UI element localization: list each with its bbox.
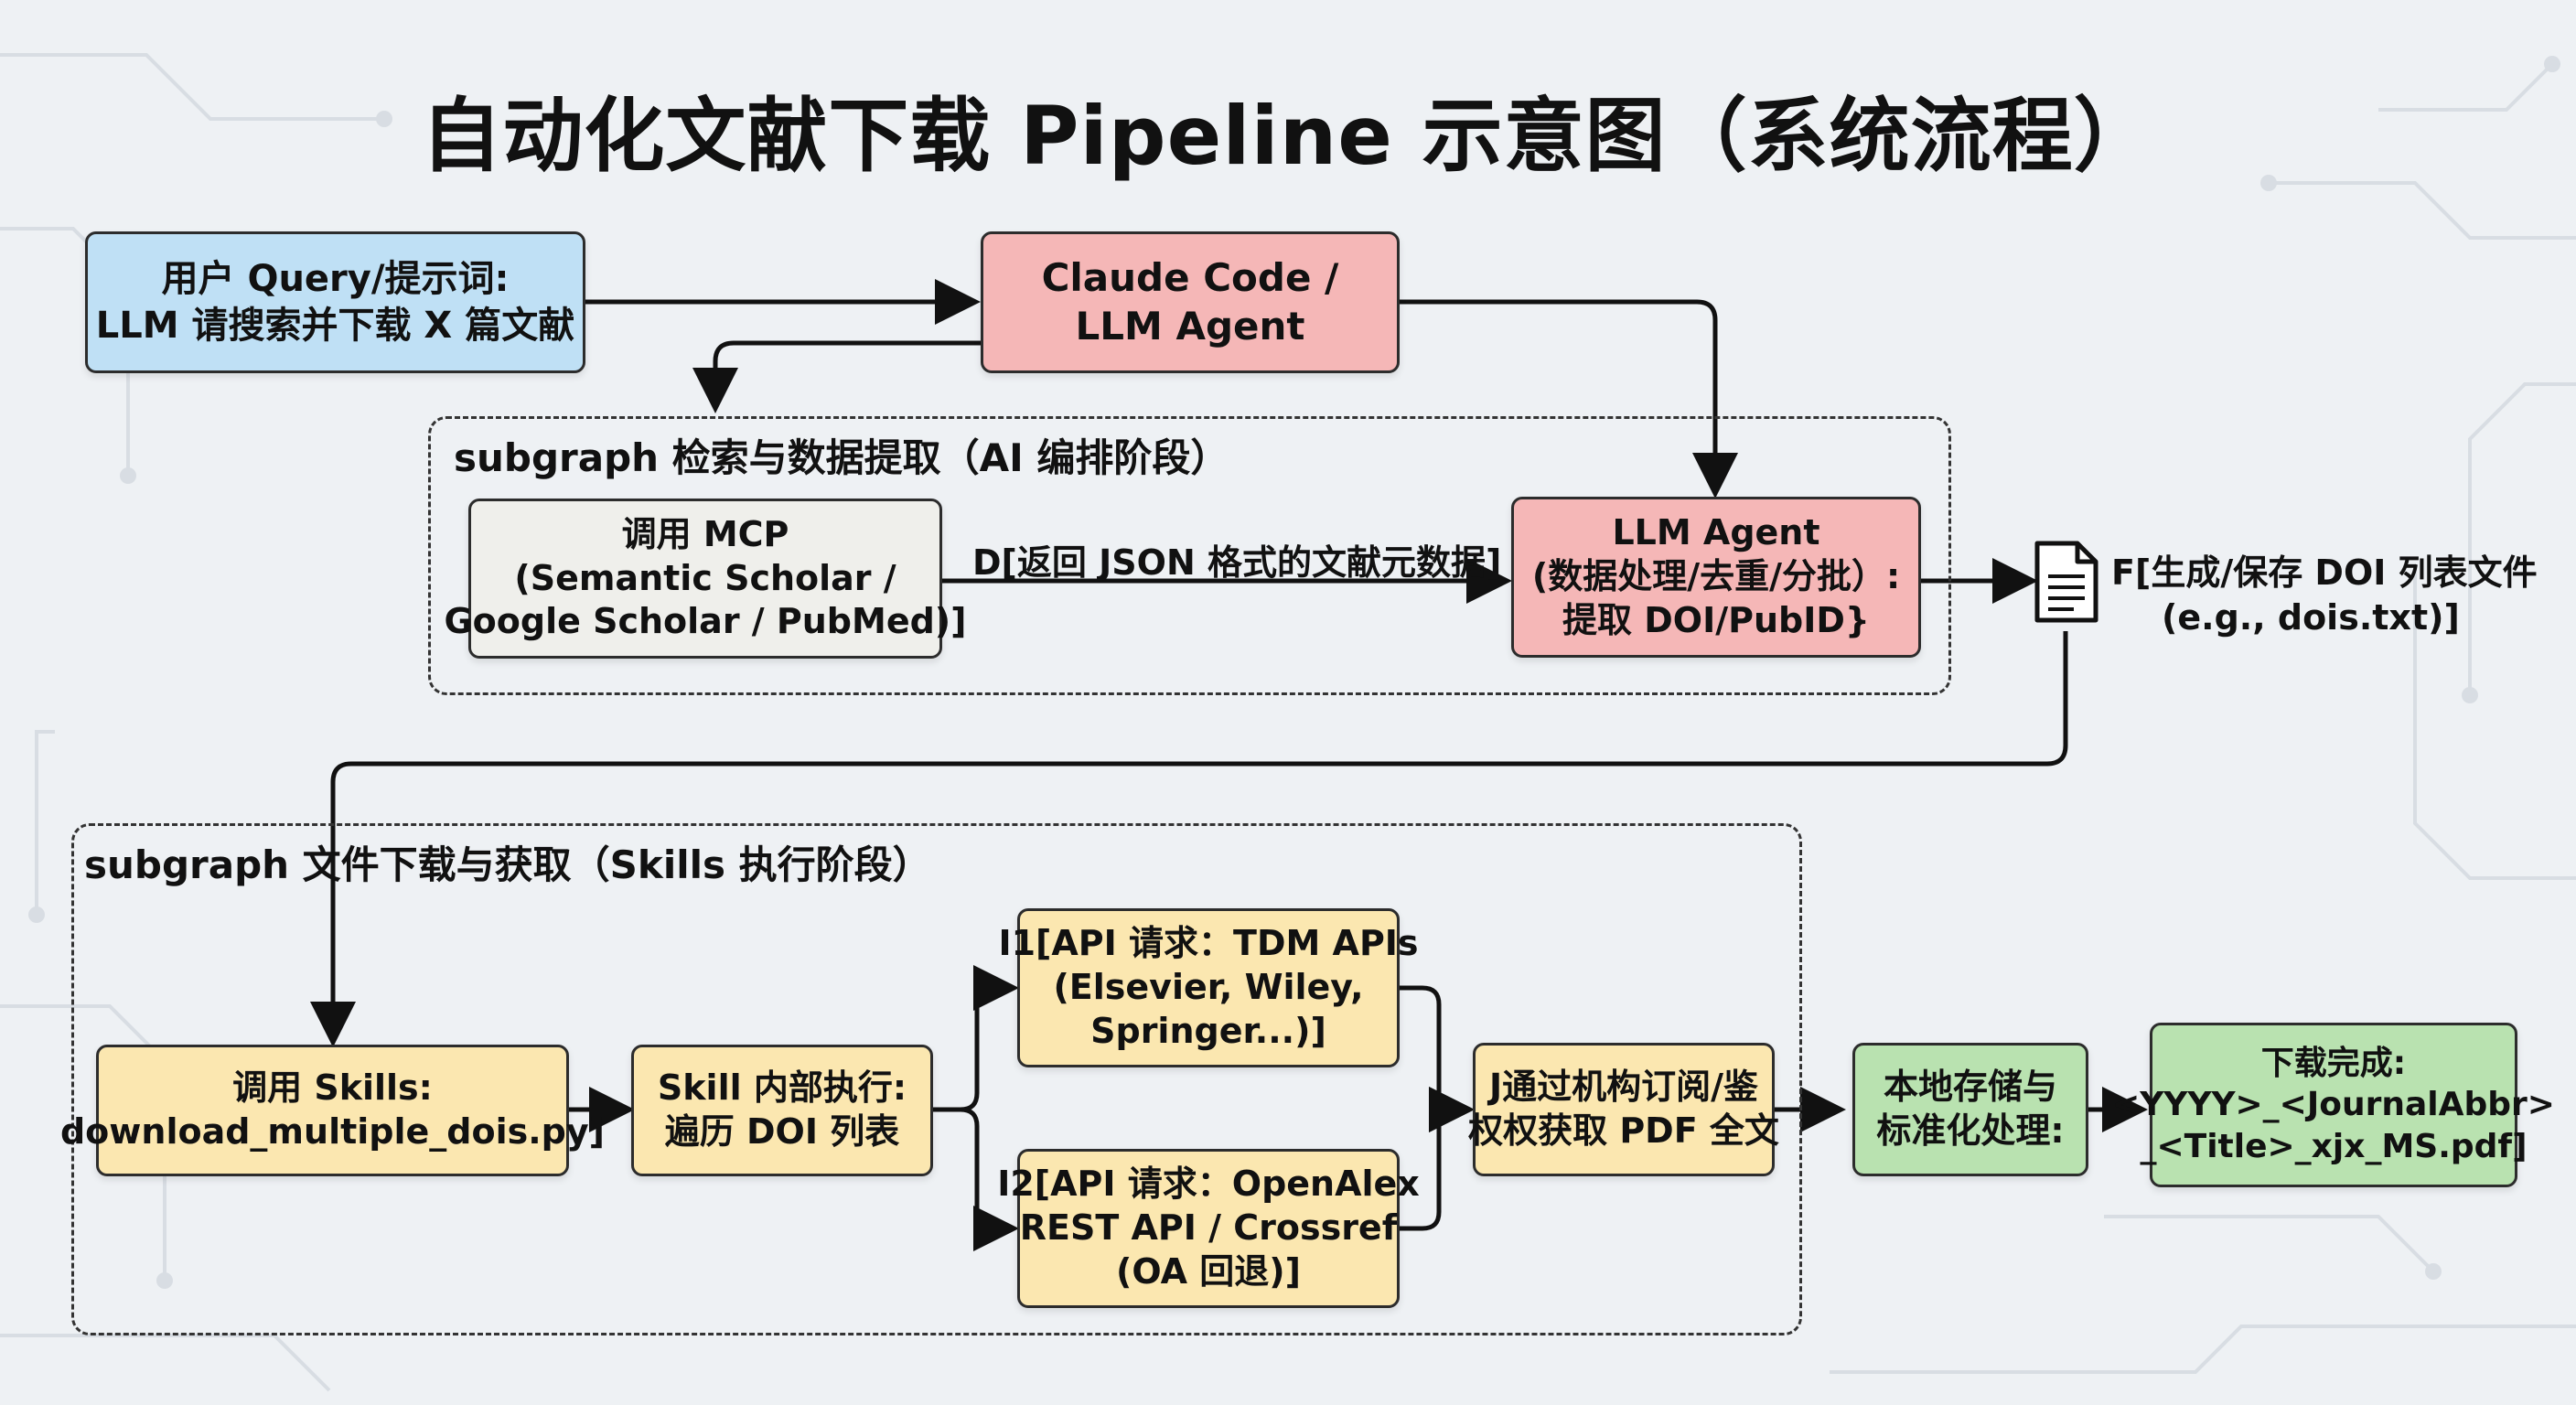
file-output-label: F[生成/保存 DOI 列表文件 (e.g., dois.txt)] xyxy=(2111,551,2538,641)
subgraph-retrieval-label: subgraph 检索与数据提取（AI 编排阶段） xyxy=(454,435,1229,480)
i1-line2: (Elsevier, Wiley, xyxy=(1053,967,1364,1008)
i2-line3: (OA 回退)] xyxy=(1115,1250,1302,1292)
claude-line1: Claude Code / xyxy=(1041,254,1339,300)
call-skills-node: 调用 Skills: download_multiple_dois.py] xyxy=(60,1045,605,1176)
claude-line2: LLM Agent xyxy=(1075,303,1305,349)
j-line2: 权权获取 PDF 全文 xyxy=(1468,1110,1779,1151)
subgraph-download-label: subgraph 文件下载与获取（Skills 执行阶段） xyxy=(84,842,931,887)
subgraph-retrieval xyxy=(428,416,1951,695)
i2-line2: REST API / Crossref xyxy=(1019,1207,1398,1249)
diagram-title: 自动化文献下载 Pipeline 示意图（系统流程） xyxy=(421,89,2155,183)
local-storage-node: 本地存储与 标准化处理: xyxy=(1852,1043,2088,1176)
llm-agent-line3: 提取 DOI/PubID} xyxy=(1562,599,1870,640)
edge-exec-to-i2 xyxy=(933,1107,1019,1251)
skills-line2: download_multiple_dois.py] xyxy=(59,1111,606,1152)
skill-exec-line1: Skill 内部执行: xyxy=(657,1067,907,1109)
j-line1: J通过机构订阅/鉴 xyxy=(1488,1067,1759,1108)
claude-code-node: Claude Code / LLM Agent xyxy=(981,231,1400,373)
edge-i2-to-j xyxy=(1400,1087,1475,1231)
mcp-line2: (Semantic Scholar / xyxy=(514,557,896,598)
download-complete-node: 下载完成: <YYYY>_<JournalAbbr> _<Title>_xjx_… xyxy=(2112,1023,2555,1187)
user-query-line2: LLM 请搜索并下载 X 篇文献 xyxy=(95,304,575,347)
user-query-line1: 用户 Query/提示词: xyxy=(161,258,510,301)
edge-label-json-metadata: D[返回 JSON 格式的文献元数据] xyxy=(972,542,1502,583)
document-icon xyxy=(2034,541,2098,623)
done-line2: <YYYY>_<JournalAbbr> xyxy=(2112,1086,2555,1124)
skills-line1: 调用 Skills: xyxy=(232,1067,433,1109)
subgraph-download xyxy=(71,823,1802,1335)
edge-claude-to-agent xyxy=(1400,299,1738,499)
file-output-line2: (e.g., dois.txt)] xyxy=(2162,597,2460,638)
user-query-node: 用户 Query/提示词: LLM 请搜索并下载 X 篇文献 xyxy=(85,231,585,373)
api-openalex-node: I2[API 请求：OpenAlex REST API / Crossref (… xyxy=(997,1149,1420,1308)
done-line1: 下载完成: xyxy=(2260,1044,2407,1082)
i2-line1: I2[API 请求：OpenAlex xyxy=(997,1164,1420,1205)
edge-claude-to-retrieval xyxy=(692,340,981,413)
api-tdm-node: I1[API 请求：TDM APIs (Elsevier, Wiley, Spr… xyxy=(998,908,1419,1067)
mcp-node: 调用 MCP (Semantic Scholar / Google Schola… xyxy=(444,499,967,659)
llm-agent-line1: LLM Agent xyxy=(1612,512,1820,553)
local-line2: 标准化处理: xyxy=(1876,1110,2065,1151)
file-output-line1: F[生成/保存 DOI 列表文件 xyxy=(2111,552,2538,593)
i1-line3: Springer...)] xyxy=(1090,1010,1326,1051)
i1-line1: I1[API 请求：TDM APIs xyxy=(998,923,1419,964)
edge-file-to-skills xyxy=(310,631,2068,1047)
institutional-access-node: J通过机构订阅/鉴 权权获取 PDF 全文 xyxy=(1468,1043,1779,1176)
skill-exec-line2: 遍历 DOI 列表 xyxy=(664,1111,900,1152)
local-line1: 本地存储与 xyxy=(1883,1067,2057,1108)
llm-agent-node: LLM Agent (数据处理/去重/分批）: 提取 DOI/PubID} xyxy=(1511,497,1921,658)
llm-agent-line2: (数据处理/去重/分批）: xyxy=(1531,556,1901,597)
skill-exec-node: Skill 内部执行: 遍历 DOI 列表 xyxy=(631,1045,933,1176)
mcp-line1: 调用 MCP xyxy=(621,513,789,554)
mcp-line3: Google Scholar / PubMed)] xyxy=(444,601,967,642)
done-line3: _<Title>_xjx_MS.pdf] xyxy=(2140,1127,2528,1165)
